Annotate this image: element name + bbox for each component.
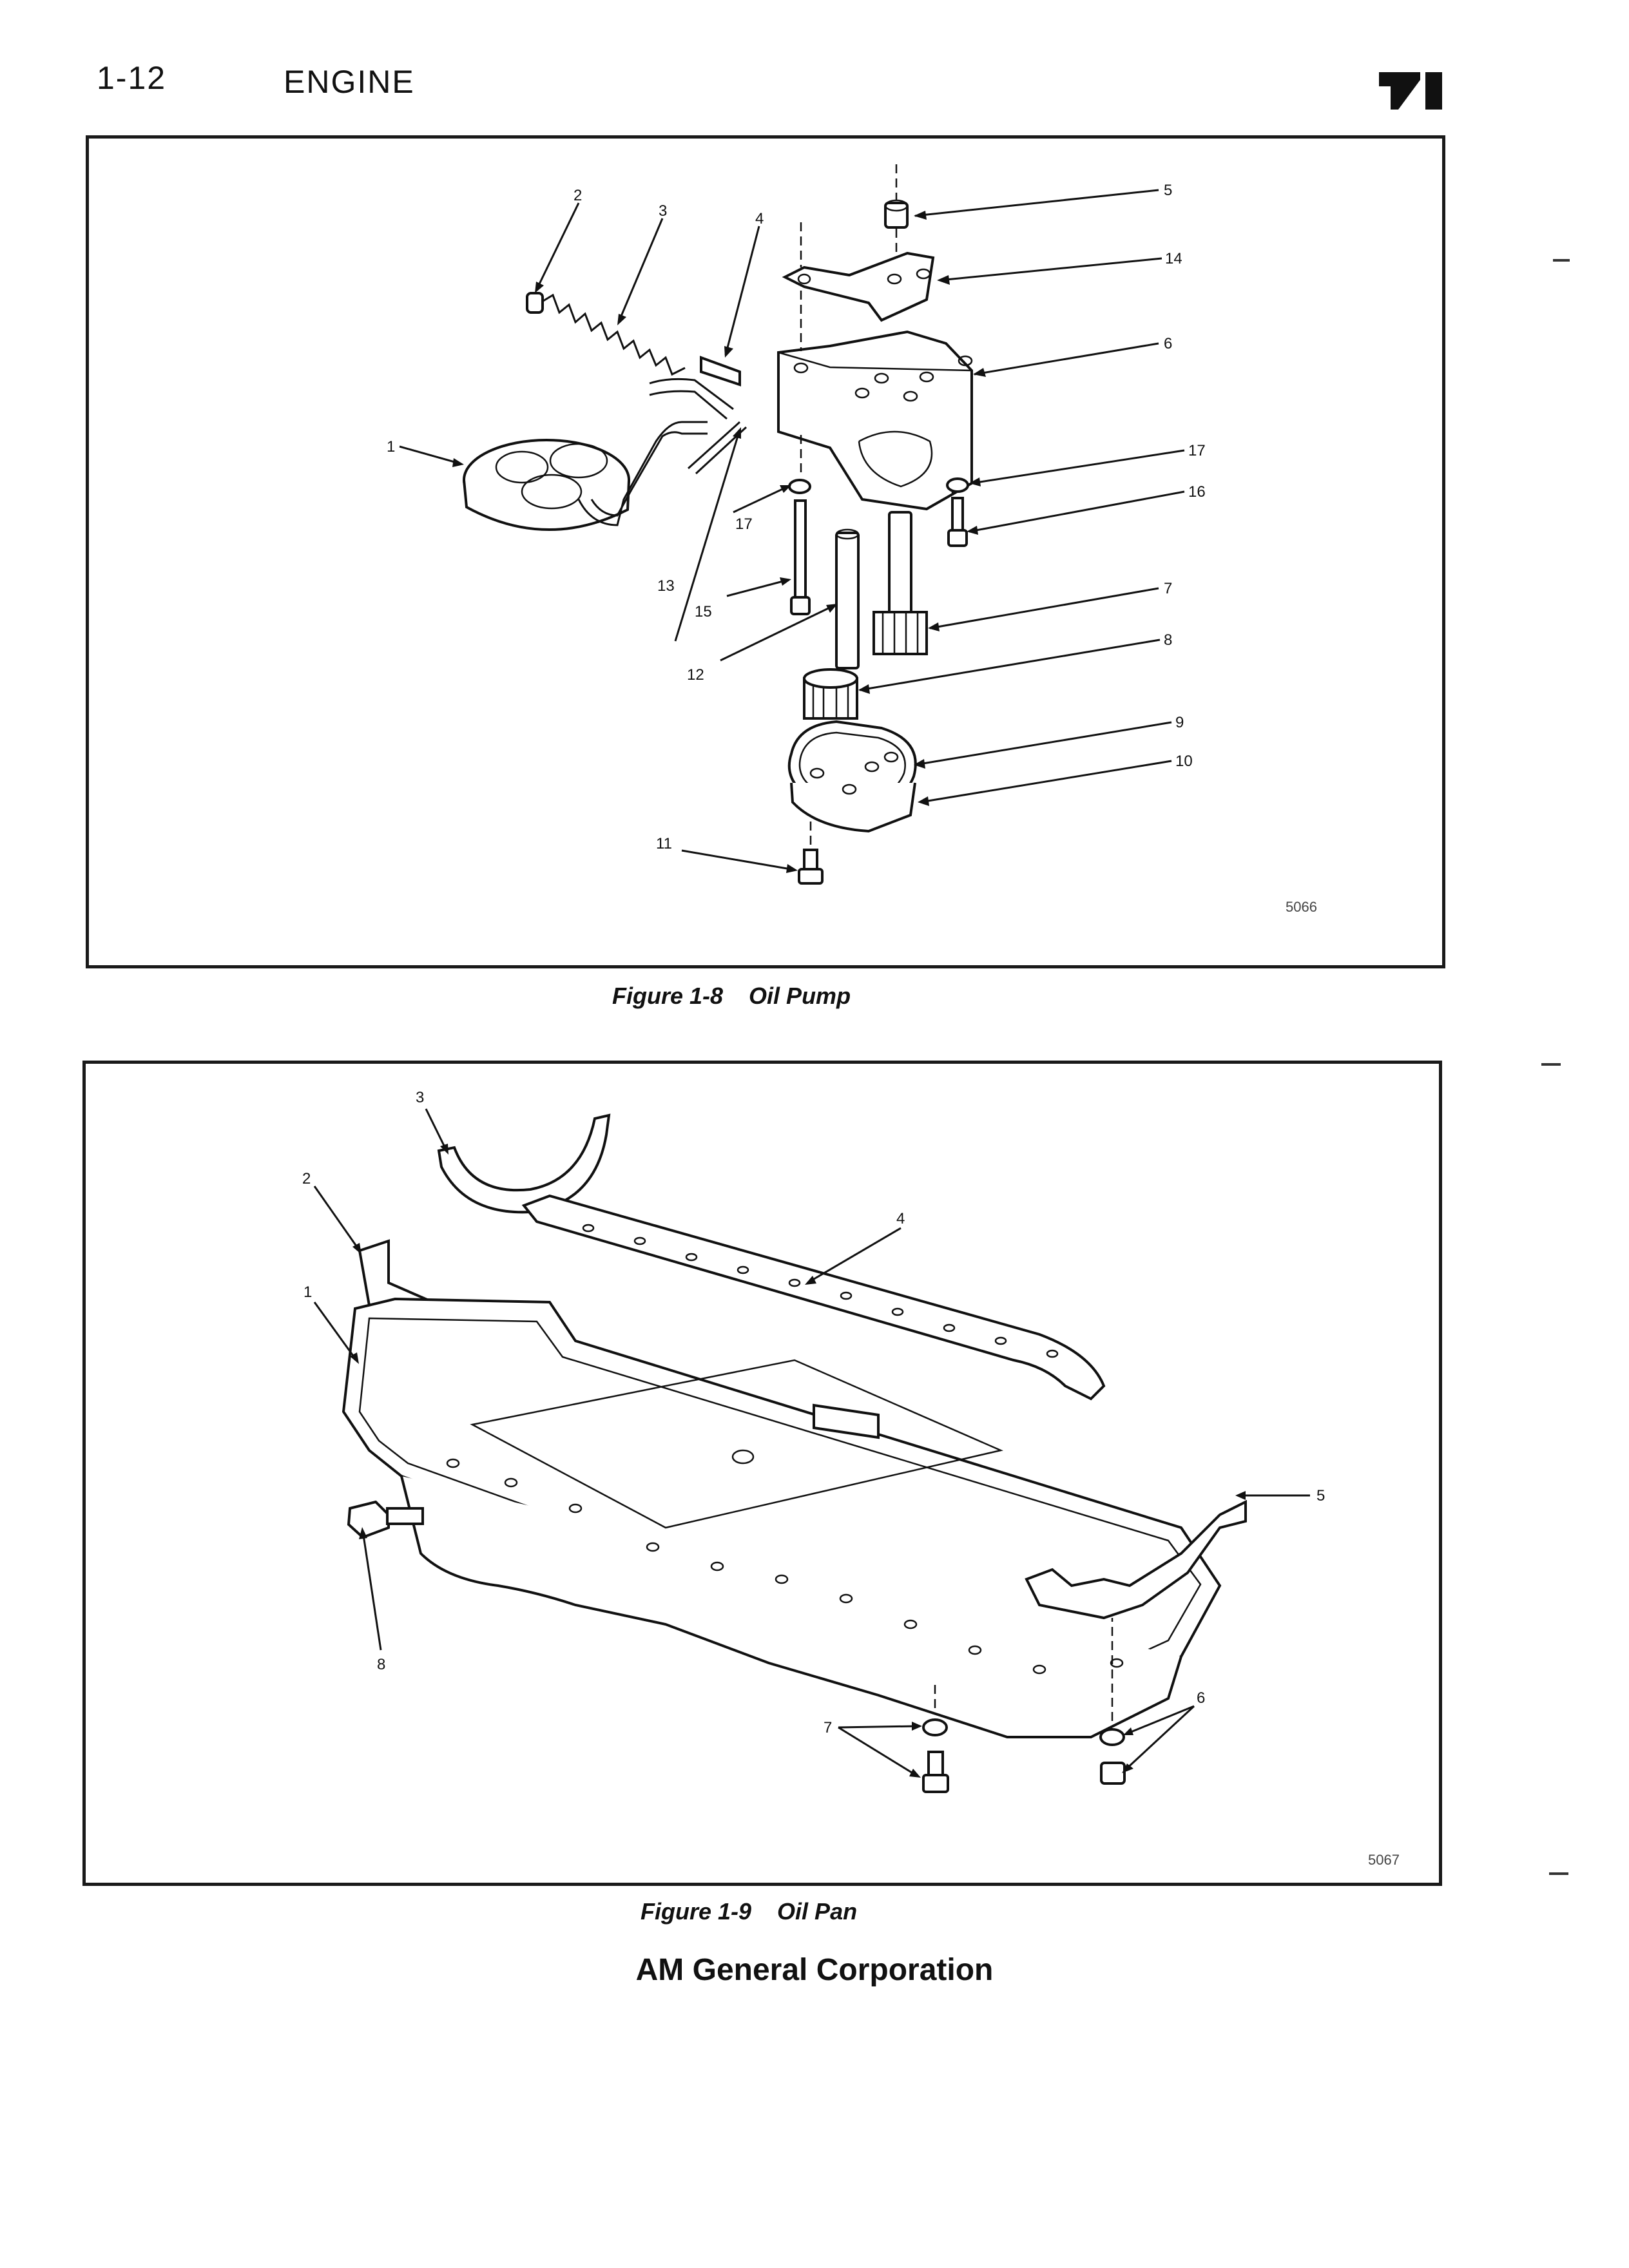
pan-bolt-part [922, 1718, 949, 1793]
long-bolt-part [790, 499, 811, 615]
callout-label: 5 [1164, 182, 1172, 199]
pin-part [687, 421, 747, 475]
figure-caption: Figure 1-9 Oil Pan [641, 1898, 858, 1925]
pan-nut-part [1099, 1728, 1126, 1785]
oil-pan-exploded-diagram: 3 2 4 1 5 8 6 7 [302, 1089, 1325, 1793]
side-gasket-part [521, 1194, 1106, 1401]
callout-label: 2 [574, 187, 582, 204]
am-general-logo-icon [1379, 72, 1442, 110]
washer-part [788, 479, 811, 494]
callout-label: 6 [1197, 1689, 1205, 1707]
rear-seal-part [437, 1113, 611, 1214]
callout-label: 3 [659, 202, 667, 220]
callout-label: 12 [687, 666, 704, 684]
callout-label: 3 [416, 1089, 424, 1106]
nut-part [884, 199, 909, 229]
bolt-part [947, 497, 968, 547]
figure-oil-pan: 3 2 4 1 5 8 6 7 5067 [82, 1061, 1442, 1886]
callout-label: 2 [302, 1170, 311, 1187]
callout-label: 5 [1316, 1487, 1325, 1504]
oil-pan-part [342, 1297, 1222, 1738]
callout-label: 9 [1175, 714, 1184, 731]
callout-label: 4 [896, 1210, 905, 1227]
margin-mark [1549, 1872, 1568, 1875]
callout-label: 8 [1164, 631, 1172, 649]
callout-label: 7 [1164, 580, 1172, 597]
callout-label: 15 [695, 603, 712, 620]
drain-plug-part [347, 1500, 424, 1539]
company-footer: AM General Corporation [635, 1953, 994, 1987]
figure-oil-pump: 5 14 6 17 16 17 13 15 7 12 8 9 10 11 1 2… [86, 135, 1445, 968]
page-number: 1-12 [97, 60, 167, 96]
shaft-part [835, 528, 860, 669]
callout-label: 13 [657, 577, 675, 595]
callout-label: 1 [387, 438, 395, 456]
callout-label: 17 [735, 515, 753, 533]
callout-label: 8 [377, 1656, 385, 1673]
oil-pump-exploded-diagram: 5 14 6 17 16 17 13 15 7 12 8 9 10 11 1 2… [387, 164, 1206, 885]
figure-caption: Figure 1-8 Oil Pump [612, 983, 851, 1009]
pump-cover-part [790, 751, 916, 833]
cover-bolt-part [798, 849, 824, 885]
callout-label: 4 [755, 210, 764, 227]
drive-gear-part [803, 668, 858, 720]
relief-spring-part [539, 293, 686, 376]
relief-valve-part [700, 356, 741, 387]
idler-gear-part [872, 511, 928, 655]
pickup-tube [577, 421, 708, 526]
washer-part [946, 477, 969, 493]
drawing-code: 5066 [1286, 899, 1317, 915]
margin-mark [1553, 259, 1570, 262]
drawing-code: 5067 [1368, 1852, 1400, 1868]
pump-screen-part [463, 439, 630, 532]
callout-label: 14 [1165, 250, 1182, 267]
margin-mark [1541, 1063, 1561, 1066]
callout-label: 1 [304, 1283, 312, 1301]
callout-label: 7 [824, 1719, 832, 1736]
callout-label: 6 [1164, 335, 1172, 352]
callout-label: 11 [656, 835, 672, 852]
section-title: ENGINE [284, 64, 415, 100]
plug-part [526, 292, 544, 314]
bolt-holes [446, 1224, 1124, 1675]
callout-label: 10 [1175, 753, 1193, 770]
bracket-part [782, 251, 935, 322]
front-gasket-part [1025, 1499, 1247, 1620]
callout-label: 17 [1188, 442, 1206, 459]
callout-label: 16 [1188, 483, 1206, 501]
